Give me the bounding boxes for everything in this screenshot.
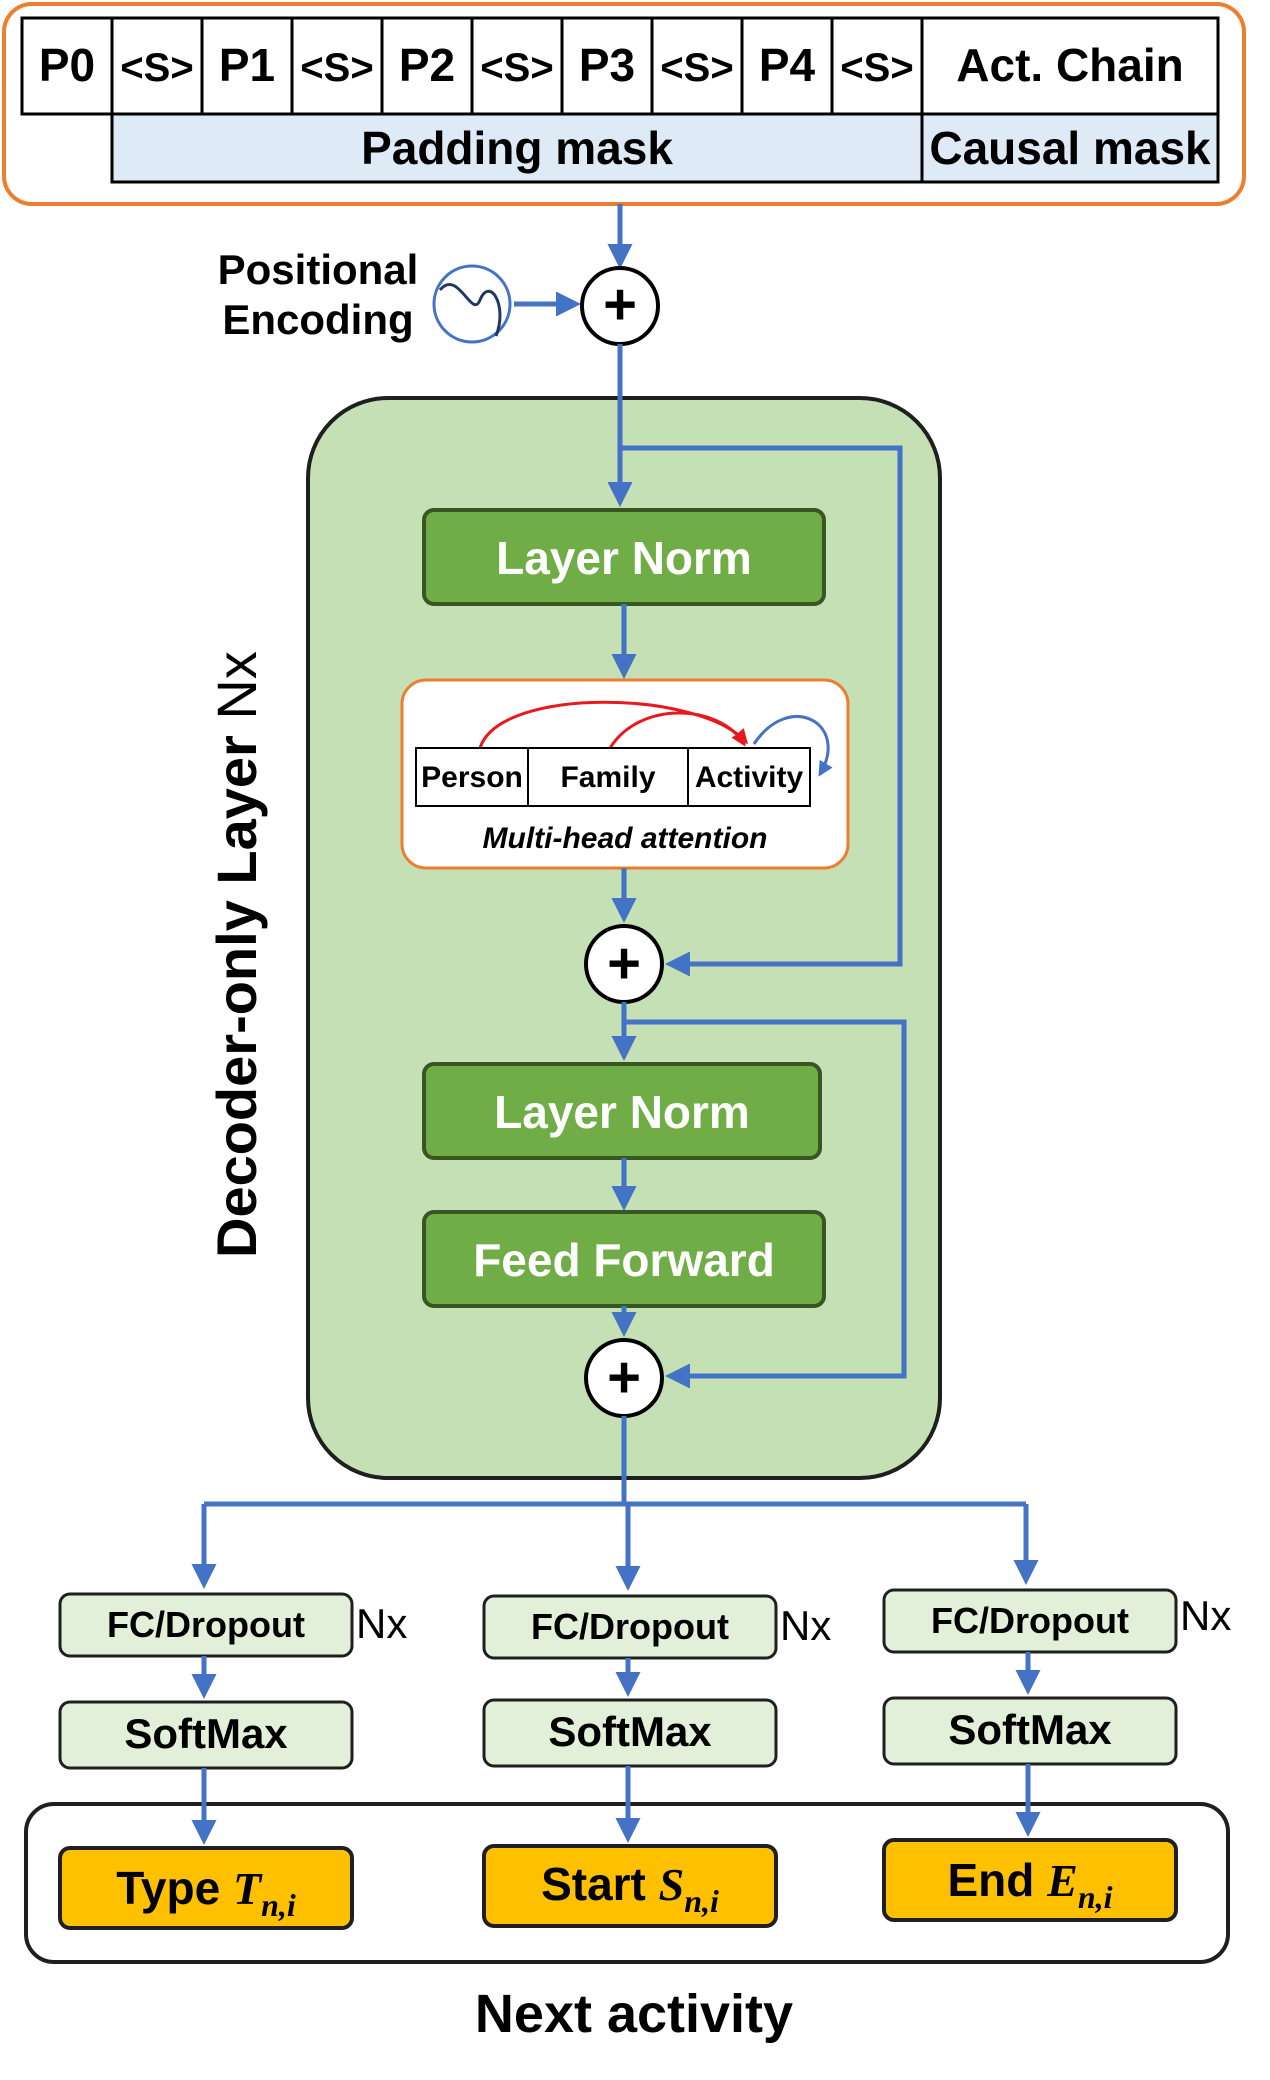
token-p3-label: P3 <box>579 39 635 91</box>
next-activity-label: Next activity <box>475 1984 793 2044</box>
padding-mask: Padding mask <box>110 112 924 184</box>
padding-mask-label: Padding mask <box>361 122 673 174</box>
residual-adder-2-symbol: + <box>607 1345 641 1410</box>
token-sep-5: <S> <box>830 16 924 116</box>
causal-mask-label: Causal mask <box>929 122 1211 174</box>
output-type-word: Type <box>116 1862 233 1914</box>
residual-adder-2: + <box>584 1338 664 1418</box>
input-adder-symbol: + <box>603 272 637 337</box>
feed-forward-label: Feed Forward <box>473 1234 775 1286</box>
attention-token-family-label: Family <box>560 761 655 794</box>
token-act-chain-label: Act. Chain <box>956 39 1183 91</box>
head-start-softmax-label: SoftMax <box>548 1708 712 1755</box>
head-start-fc-label: FC/Dropout <box>531 1606 729 1647</box>
sine-wave-icon <box>432 264 512 344</box>
layer-norm-1-label: Layer Norm <box>496 532 752 584</box>
layer-norm-2-label: Layer Norm <box>494 1086 750 1138</box>
output-end-var: E <box>1046 1855 1078 1906</box>
output-start-label: Start Sn,i <box>541 1858 719 1919</box>
token-p2: P2 <box>380 16 474 116</box>
token-p4: P4 <box>740 16 834 116</box>
output-end: End En,i <box>882 1838 1178 1922</box>
token-sep-3-label: <S> <box>480 46 553 90</box>
output-start: Start Sn,i <box>482 1844 778 1928</box>
attention-token-person-label: Person <box>421 761 523 794</box>
positional-encoding-label-line2: Encoding <box>222 296 413 343</box>
residual-adder-1: + <box>584 924 664 1004</box>
token-p0-label: P0 <box>39 39 95 91</box>
attention-token-activity-label: Activity <box>695 761 804 794</box>
decoder-layer-label: Decoder-only Layer Nx <box>205 651 268 1258</box>
attention-token-activity: Activity <box>687 747 811 807</box>
residual-adder-1-symbol: + <box>607 931 641 996</box>
attention-token-family: Family <box>527 747 689 807</box>
attention-arrow-activity-self <box>752 715 833 777</box>
output-type-label: Type Tn,i <box>116 1862 296 1923</box>
decoder-layer-label-suffix: Nx <box>205 651 268 735</box>
input-adder: + <box>580 266 660 346</box>
causal-mask: Causal mask <box>920 112 1220 184</box>
input-token-row: P0 <S> P1 <S> P2 <S> P3 <S> <box>20 16 1220 116</box>
residual-path-2 <box>624 1019 907 1389</box>
output-end-word: End <box>947 1854 1047 1906</box>
head-start: FC/Dropout Nx SoftMax <box>482 1594 831 1768</box>
head-end-softmax-label: SoftMax <box>948 1706 1112 1753</box>
multi-head-attention: Person Family Activity Multi-head attent… <box>400 678 850 870</box>
feed-forward: Feed Forward <box>422 1210 826 1308</box>
head-type-softmax-label: SoftMax <box>124 1710 288 1757</box>
head-end-repeat-label: Nx <box>1180 1592 1231 1639</box>
output-start-word: Start <box>541 1858 659 1910</box>
input-frame <box>2 2 1246 206</box>
token-p0: P0 <box>20 16 114 116</box>
output-end-sub: n,i <box>1078 1879 1113 1915</box>
head-start-repeat-label: Nx <box>780 1602 831 1649</box>
residual-path-1 <box>620 445 903 977</box>
layer-norm-2: Layer Norm <box>422 1062 822 1160</box>
token-sep-2-label: <S> <box>300 46 373 90</box>
output-end-label: End En,i <box>947 1854 1112 1915</box>
token-sep-1-label: <S> <box>120 46 193 90</box>
output-start-sub: n,i <box>684 1883 719 1919</box>
token-sep-3: <S> <box>470 16 564 116</box>
head-type-fc-label: FC/Dropout <box>107 1604 305 1645</box>
output-type-var: T <box>233 1863 263 1914</box>
head-type: FC/Dropout Nx SoftMax <box>58 1592 407 1770</box>
decoder-layer-label-main: Decoder-only Layer <box>205 735 268 1258</box>
token-p1: P1 <box>200 16 294 116</box>
token-act-chain: Act. Chain <box>920 16 1220 116</box>
token-sep-5-label: <S> <box>840 46 913 90</box>
token-sep-2: <S> <box>290 16 384 116</box>
head-end: FC/Dropout Nx SoftMax <box>882 1588 1231 1766</box>
output-type-sub: n,i <box>261 1887 296 1923</box>
positional-encoding-label-line1: Positional <box>218 246 419 293</box>
head-type-repeat-label: Nx <box>356 1600 407 1647</box>
attention-token-person: Person <box>415 747 529 807</box>
token-sep-4-label: <S> <box>660 46 733 90</box>
attention-arrow-family-to-activity <box>608 711 746 749</box>
token-sep-1: <S> <box>110 16 204 116</box>
output-start-var: S <box>659 1859 685 1910</box>
token-p1-label: P1 <box>219 39 275 91</box>
output-type: Type Tn,i <box>58 1846 354 1930</box>
head-end-fc-label: FC/Dropout <box>931 1600 1129 1641</box>
token-p4-label: P4 <box>759 39 816 91</box>
attention-caption: Multi-head attention <box>483 822 768 855</box>
token-p3: P3 <box>560 16 654 116</box>
token-p2-label: P2 <box>399 39 455 91</box>
token-sep-4: <S> <box>650 16 744 116</box>
layer-norm-1: Layer Norm <box>422 508 826 606</box>
